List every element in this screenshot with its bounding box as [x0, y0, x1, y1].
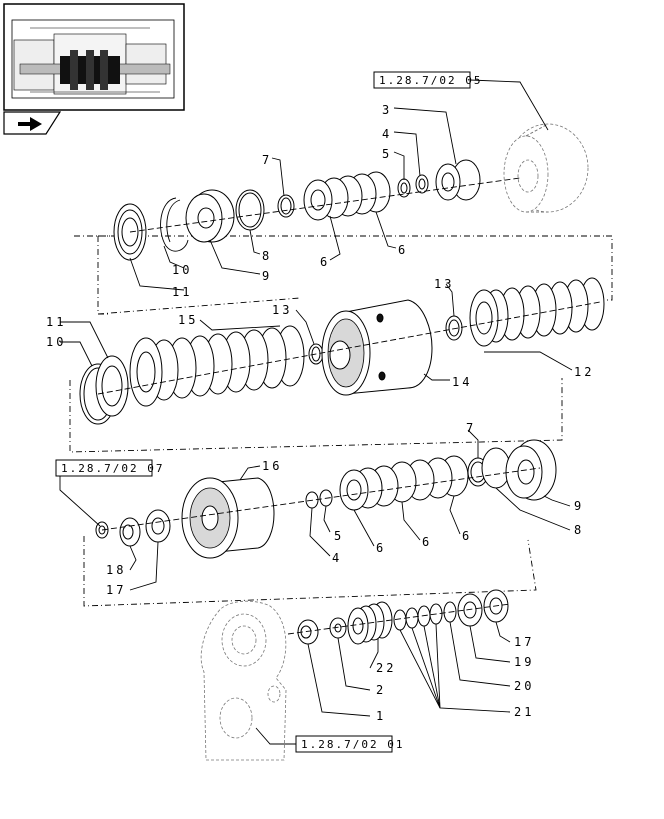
- label-4: 4: [382, 127, 392, 141]
- label-5-mid: 5: [334, 529, 344, 543]
- part-15-disc-pack[interactable]: [129, 325, 305, 407]
- label-10-top: 10: [172, 263, 192, 277]
- part-7-ring-top[interactable]: [277, 194, 295, 218]
- label-19: 19: [514, 655, 534, 669]
- part-5-ring[interactable]: [397, 178, 411, 198]
- reference-box-middle[interactable]: 1.28.7/02 07: [55, 459, 164, 477]
- label-12: 12: [574, 365, 594, 379]
- label-21: 21: [514, 705, 534, 719]
- label-6-top-right: 6: [398, 243, 408, 257]
- label-14: 14: [452, 375, 472, 389]
- part-8-snap-ring-top[interactable]: [235, 189, 265, 231]
- part-2-washer[interactable]: [329, 617, 347, 639]
- label-8-top: 8: [262, 249, 272, 263]
- label-7-mid: 7: [466, 421, 476, 435]
- label-7-top: 7: [262, 153, 272, 167]
- part-12-disc-pack[interactable]: [469, 277, 605, 347]
- part-9-plate-top[interactable]: [185, 189, 235, 243]
- label-13-mid: 13: [272, 303, 292, 317]
- label-4-mid: 4: [332, 551, 342, 565]
- part-19-bearing[interactable]: [457, 593, 483, 627]
- part-21-rings[interactable]: [393, 603, 443, 631]
- leader-lines: [59, 79, 573, 745]
- label-6-mid-a: 6: [376, 541, 386, 555]
- part-6-disc-stack-top[interactable]: [303, 171, 391, 221]
- label-9-mid: 9: [574, 499, 584, 513]
- arrow-navigation-icon[interactable]: [3, 111, 62, 135]
- label-8-mid: 8: [574, 523, 584, 537]
- part-16-gear-cluster[interactable]: [181, 477, 275, 559]
- label-15: 15: [178, 313, 198, 327]
- part-10-snap-ring-top[interactable]: [160, 197, 189, 252]
- label-6-mid-c: 6: [462, 529, 472, 543]
- label-18: 18: [106, 563, 126, 577]
- reference-box-bottom[interactable]: 1.28.7/02 01: [295, 735, 404, 753]
- part-6-disc-stack-mid[interactable]: [339, 455, 469, 511]
- label-2: 2: [376, 683, 386, 697]
- label-6-mid-b: 6: [422, 535, 432, 549]
- top-housing: [503, 123, 589, 213]
- part-22-spring[interactable]: [347, 601, 393, 645]
- label-11-top: 11: [172, 285, 192, 299]
- part-3-gear[interactable]: [435, 159, 481, 201]
- label-10-mid: 10: [46, 335, 66, 349]
- part-number-labels: 3 4 5 7 8 9 10 11 6 6 13 12 14 13 15 11 …: [46, 103, 594, 723]
- part-11-toothed-disc-mid[interactable]: [95, 355, 129, 417]
- label-6-top-left: 6: [320, 255, 330, 269]
- part-17-bearing-left[interactable]: [145, 509, 171, 543]
- label-16: 16: [262, 459, 282, 473]
- bottom-housing: [200, 600, 287, 761]
- svg-text:1.28.7/02 05: 1.28.7/02 05: [379, 74, 482, 87]
- transmission-overview-icon[interactable]: [3, 3, 185, 111]
- part-18-bushing[interactable]: [119, 517, 141, 547]
- label-17-left: 17: [106, 583, 126, 597]
- part-14-hub[interactable]: [321, 299, 433, 396]
- part-13-ring-right[interactable]: [445, 315, 463, 341]
- label-3: 3: [382, 103, 392, 117]
- svg-text:1.28.7/02 07: 1.28.7/02 07: [61, 462, 164, 475]
- label-17-right: 17: [514, 635, 534, 649]
- label-9-top: 9: [262, 269, 272, 283]
- svg-text:1.28.7/02 01: 1.28.7/02 01: [301, 738, 404, 751]
- label-13-right: 13: [434, 277, 454, 291]
- reference-box-top[interactable]: 1.28.7/02 05: [373, 71, 482, 89]
- label-11-mid: 11: [46, 315, 66, 329]
- label-20: 20: [514, 679, 534, 693]
- part-9-plate-mid[interactable]: [505, 439, 557, 501]
- label-5: 5: [382, 147, 392, 161]
- label-1: 1: [376, 709, 386, 723]
- part-4-ring[interactable]: [415, 174, 429, 194]
- label-22: 22: [376, 661, 396, 675]
